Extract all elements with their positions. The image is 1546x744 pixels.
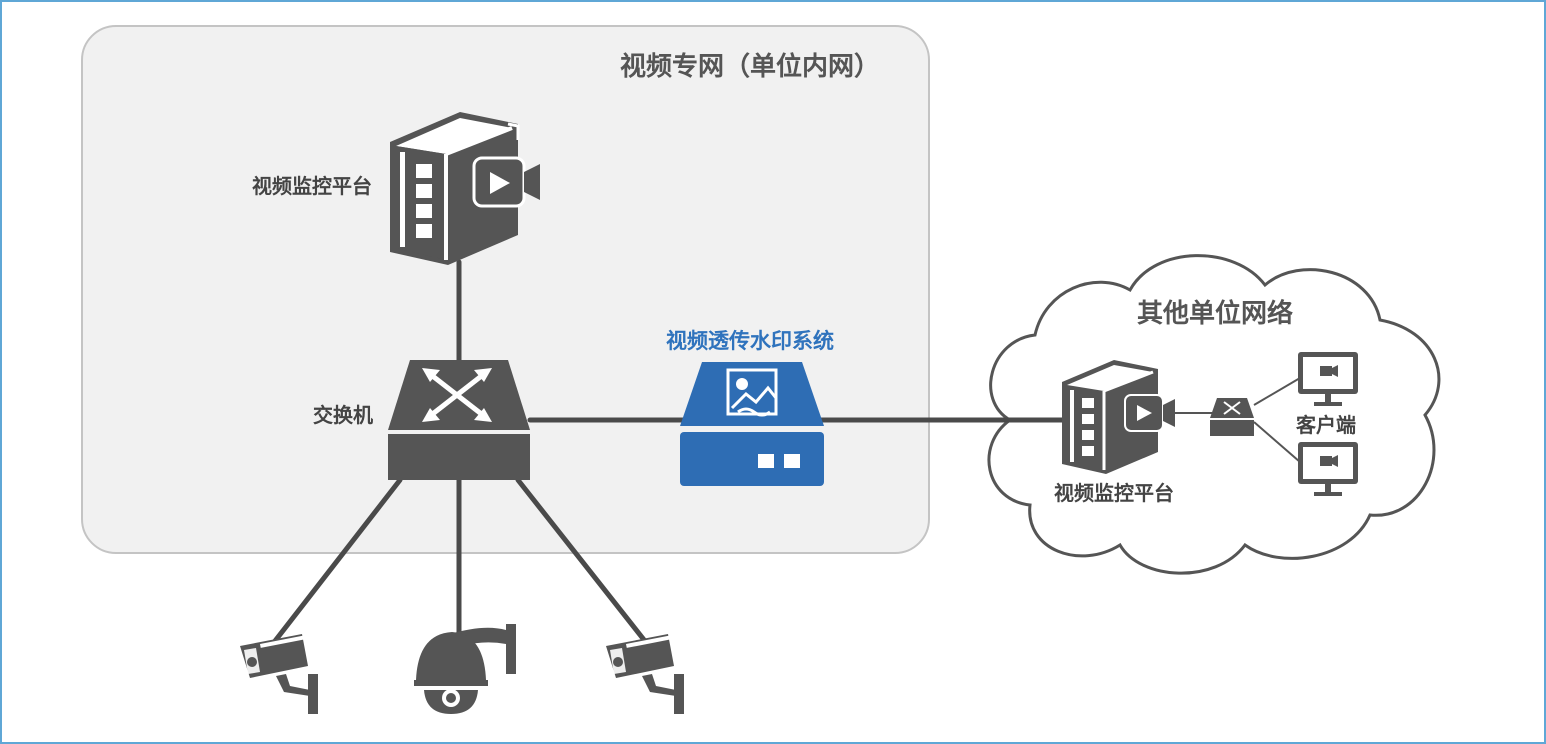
- platform-internal-label: 视频监控平台: [252, 174, 372, 198]
- monitor-icon: [1298, 352, 1358, 406]
- dome-camera-icon: [414, 624, 516, 714]
- link-miniswitch-client-top: [1253, 377, 1301, 406]
- switch-label: 交换机: [313, 403, 373, 427]
- link-miniswitch-client-bottom: [1253, 421, 1301, 463]
- platform-external-label: 视频监控平台: [1054, 481, 1174, 505]
- link-switch-camera-right: [515, 477, 655, 653]
- link-switch-camera-left: [265, 477, 403, 653]
- bullet-camera-icon: [606, 634, 684, 714]
- watermark-device-icon: [680, 362, 824, 486]
- monitor-icon: [1298, 442, 1358, 496]
- network-switch-icon: [1210, 398, 1254, 436]
- external-links: [1175, 377, 1301, 463]
- other-network-title: 其他单位网络: [1137, 298, 1293, 329]
- watermark-system-label: 视频透传水印系统: [666, 329, 834, 353]
- private-network-title: 视频专网（单位内网）: [620, 51, 880, 82]
- bullet-camera-icon: [240, 634, 318, 714]
- network-switch-icon: [388, 360, 530, 480]
- server-with-camera-icon: [390, 112, 540, 265]
- connection-lines: [265, 259, 1068, 653]
- server-with-camera-icon: [1062, 360, 1175, 474]
- client-label: 客户端: [1295, 413, 1356, 437]
